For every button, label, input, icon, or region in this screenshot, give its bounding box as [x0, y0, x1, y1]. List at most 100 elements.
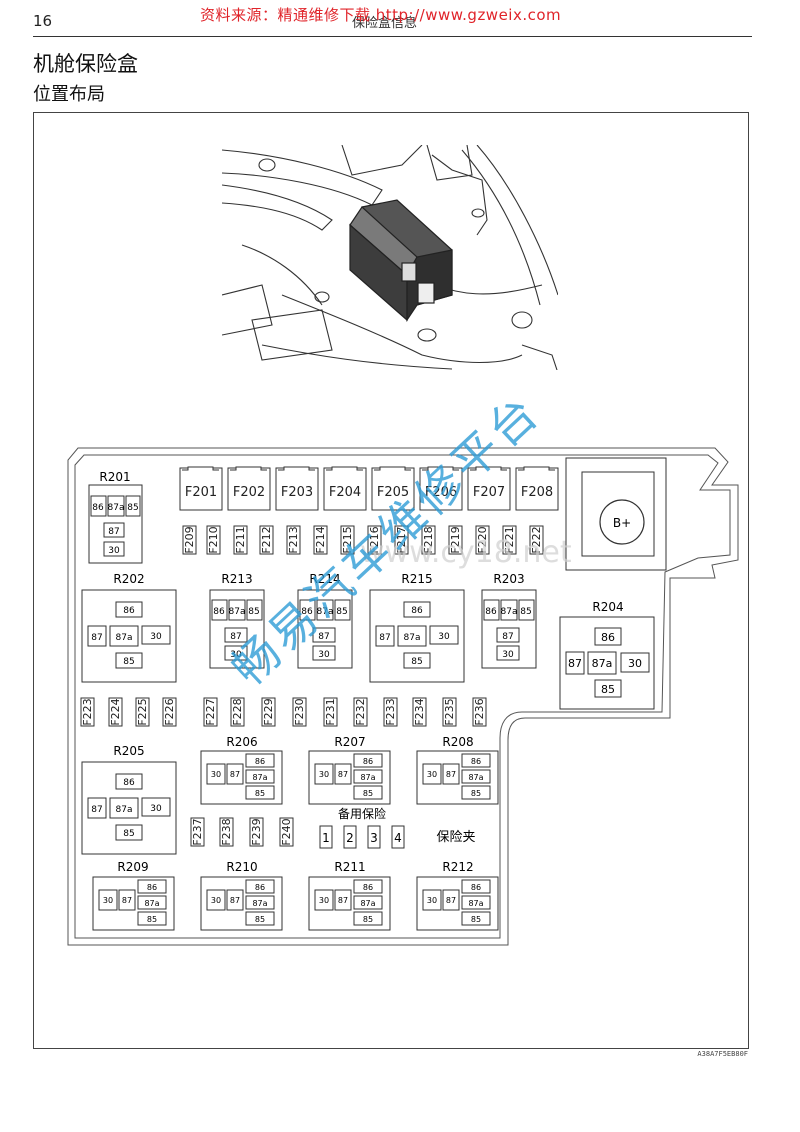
figure-frame [33, 112, 749, 1049]
svg-text:87: 87 [91, 805, 102, 815]
fuse-F238-label: F238 [220, 818, 233, 845]
fuse-F204-label: F204 [329, 485, 361, 500]
fuse-F211-label: F211 [234, 526, 247, 553]
svg-text:85: 85 [411, 657, 422, 667]
svg-text:R213: R213 [221, 572, 252, 586]
page-title: 机舱保险盒 [33, 52, 138, 76]
fuse-F218-label: F218 [422, 526, 435, 553]
fuse-F235-label: F235 [443, 698, 456, 725]
svg-text:87a: 87a [116, 805, 133, 815]
fuse-puller-label: 保险夹 [436, 830, 475, 845]
svg-text:30: 30 [211, 770, 221, 779]
svg-text:87a: 87a [116, 633, 133, 643]
svg-text:85: 85 [336, 607, 347, 617]
svg-text:85: 85 [520, 607, 531, 617]
figure-code: A38A7F5EB80F [697, 1050, 748, 1058]
svg-text:86: 86 [301, 607, 313, 617]
section-title: 保险盒信息 [352, 16, 418, 31]
page-number: 16 [33, 12, 53, 30]
svg-text:85: 85 [123, 829, 134, 839]
relay-R202: R202 86 87 87a 30 85 [81, 572, 177, 683]
svg-text:87: 87 [379, 633, 390, 643]
fuse-F206-label: F206 [425, 485, 457, 500]
relay-R213: R213 86 87a 85 87 30 [209, 572, 265, 669]
svg-text:87a: 87a [229, 607, 246, 617]
svg-text:87: 87 [446, 896, 456, 905]
svg-text:R202: R202 [113, 572, 144, 586]
fuse-F237-label: F237 [191, 818, 204, 845]
spare-slot-3: 3 [370, 831, 378, 845]
relay-R205: R205 86 87 87a 30 85 [81, 744, 177, 855]
svg-text:87: 87 [91, 633, 102, 643]
svg-text:85: 85 [127, 503, 138, 513]
source-watermark: 资料来源：精通维修下载 http://www.gzweix.com [200, 6, 562, 24]
fuse-F208-label: F208 [521, 485, 553, 500]
svg-text:R201: R201 [99, 470, 130, 484]
svg-text:87a: 87a [252, 773, 267, 782]
svg-text:87a: 87a [317, 607, 334, 617]
fuse-F219-label: F219 [449, 526, 462, 553]
svg-text:R206: R206 [226, 735, 257, 749]
faint-url-watermark: www.cy18.net [360, 535, 572, 570]
svg-text:86: 86 [147, 883, 157, 892]
fuse-F240-label: F240 [280, 818, 293, 845]
battery-terminal-label: B+ [613, 516, 631, 530]
svg-text:87a: 87a [501, 607, 518, 617]
svg-text:R205: R205 [113, 744, 144, 758]
svg-text:86: 86 [363, 757, 373, 766]
svg-text:R211: R211 [334, 860, 365, 874]
svg-text:86: 86 [471, 757, 481, 766]
svg-text:87a: 87a [360, 773, 375, 782]
fuse-F224-label: F224 [109, 698, 122, 725]
fuse-F223-label: F223 [81, 698, 94, 725]
svg-text:30: 30 [427, 896, 437, 905]
fuse-F229-label: F229 [262, 698, 275, 725]
svg-text:85: 85 [363, 915, 373, 924]
relay-R215: R215 86 87 87a 30 85 [369, 572, 465, 683]
svg-text:85: 85 [363, 789, 373, 798]
svg-text:85: 85 [123, 657, 134, 667]
svg-text:87: 87 [108, 527, 119, 537]
svg-text:30: 30 [438, 632, 450, 642]
svg-text:87a: 87a [592, 657, 613, 670]
fuse-F209-label: F209 [183, 526, 196, 553]
svg-text:R212: R212 [442, 860, 473, 874]
svg-text:87: 87 [230, 632, 241, 642]
fuse-F207-label: F207 [473, 485, 505, 500]
svg-text:85: 85 [601, 683, 615, 696]
svg-text:R207: R207 [334, 735, 365, 749]
svg-text:86: 86 [123, 606, 135, 616]
svg-text:85: 85 [248, 607, 259, 617]
svg-text:R204: R204 [592, 600, 623, 614]
svg-text:87: 87 [318, 632, 329, 642]
svg-text:86: 86 [213, 607, 225, 617]
fuse-F201-label: F201 [185, 485, 217, 500]
relay-R201: R201 86 87a 85 87 30 [88, 470, 143, 564]
svg-text:30: 30 [150, 632, 162, 642]
fuse-F203-label: F203 [281, 485, 313, 500]
spare-fuses-label: 备用保险 [338, 806, 386, 821]
fuse-F226-label: F226 [163, 698, 176, 725]
page-subtitle: 位置布局 [33, 84, 105, 105]
relay-R210: R210 30 87 86 87a 85 [200, 860, 283, 931]
svg-text:87a: 87a [252, 899, 267, 908]
svg-text:R214: R214 [309, 572, 340, 586]
relay-R209: R209 30 87 86 87a 85 [92, 860, 175, 931]
fuse-F213-label: F213 [287, 526, 300, 553]
engine-bay-illustration [222, 145, 558, 370]
svg-text:30: 30 [103, 896, 113, 905]
fuse-F239-label: F239 [250, 818, 263, 845]
svg-text:87: 87 [338, 770, 348, 779]
svg-text:87: 87 [230, 896, 240, 905]
svg-text:R203: R203 [493, 572, 524, 586]
svg-text:87: 87 [230, 770, 240, 779]
svg-text:86: 86 [123, 778, 135, 788]
svg-text:R210: R210 [226, 860, 257, 874]
svg-text:86: 86 [363, 883, 373, 892]
svg-text:85: 85 [147, 915, 157, 924]
relay-R206: R206 30 87 86 87a 85 [200, 735, 283, 805]
svg-text:86: 86 [92, 503, 104, 513]
spare-slot-1: 1 [322, 831, 330, 845]
fuse-F228-label: F228 [231, 698, 244, 725]
